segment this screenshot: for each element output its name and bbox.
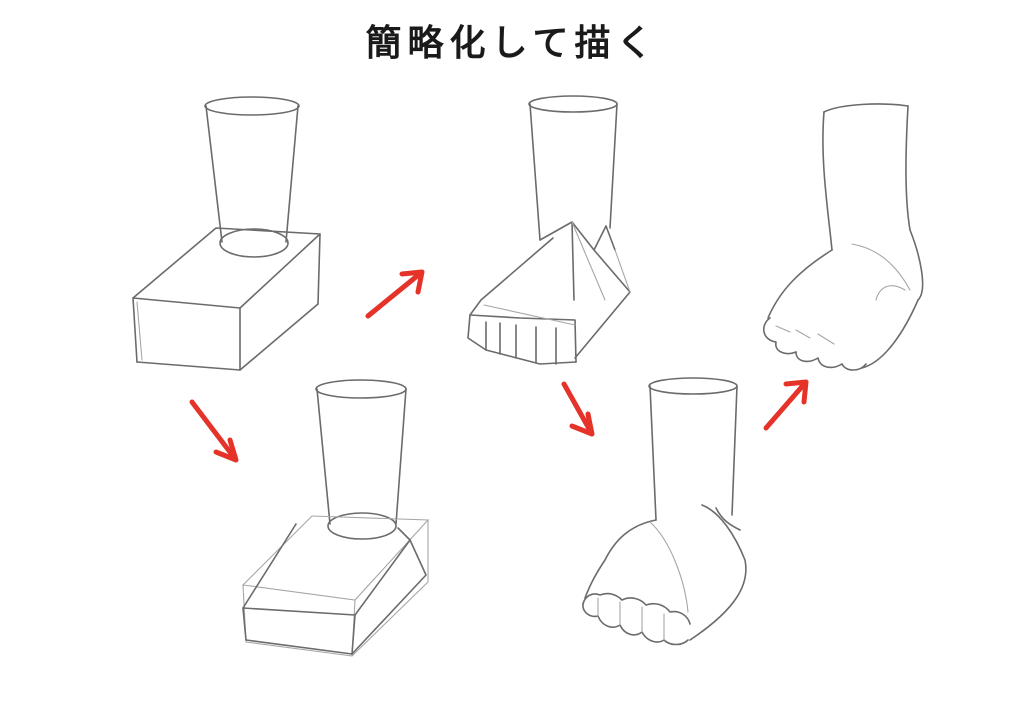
step-2-cylinder-on-cut-box <box>241 379 430 657</box>
step-4-rounded-blocky-foot <box>582 377 747 646</box>
arrow-1-down-right <box>189 399 239 463</box>
step-3-blocky-foot <box>467 95 631 365</box>
step-1-cylinder-on-box <box>132 96 321 371</box>
arrow-2-up-right <box>365 269 425 319</box>
arrow-3-down-right <box>561 381 595 437</box>
arrow-4-up-right <box>763 379 809 431</box>
page-title: 簡略化して描く <box>365 23 659 64</box>
step-5-finished-foot <box>763 103 924 371</box>
